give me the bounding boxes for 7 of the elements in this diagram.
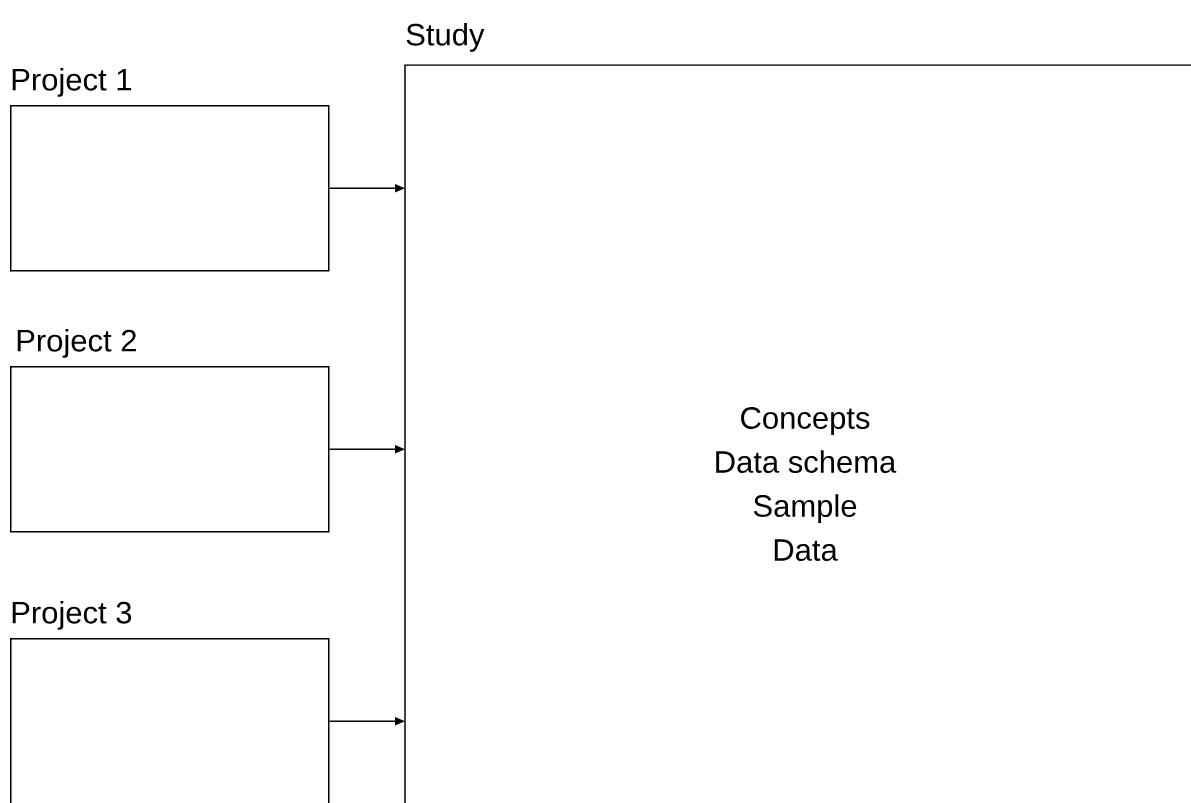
node-label: Project 1 xyxy=(12,67,131,97)
node-label: Project 2 xyxy=(17,328,136,358)
project-box: Project 1 xyxy=(10,67,330,272)
project-box: Project 3 xyxy=(10,600,330,803)
project-box: Project 2 xyxy=(10,328,330,533)
node-label: Project 3 xyxy=(12,600,132,630)
study-frame: Study Concepts Data schema Sample Data xyxy=(404,22,1191,803)
